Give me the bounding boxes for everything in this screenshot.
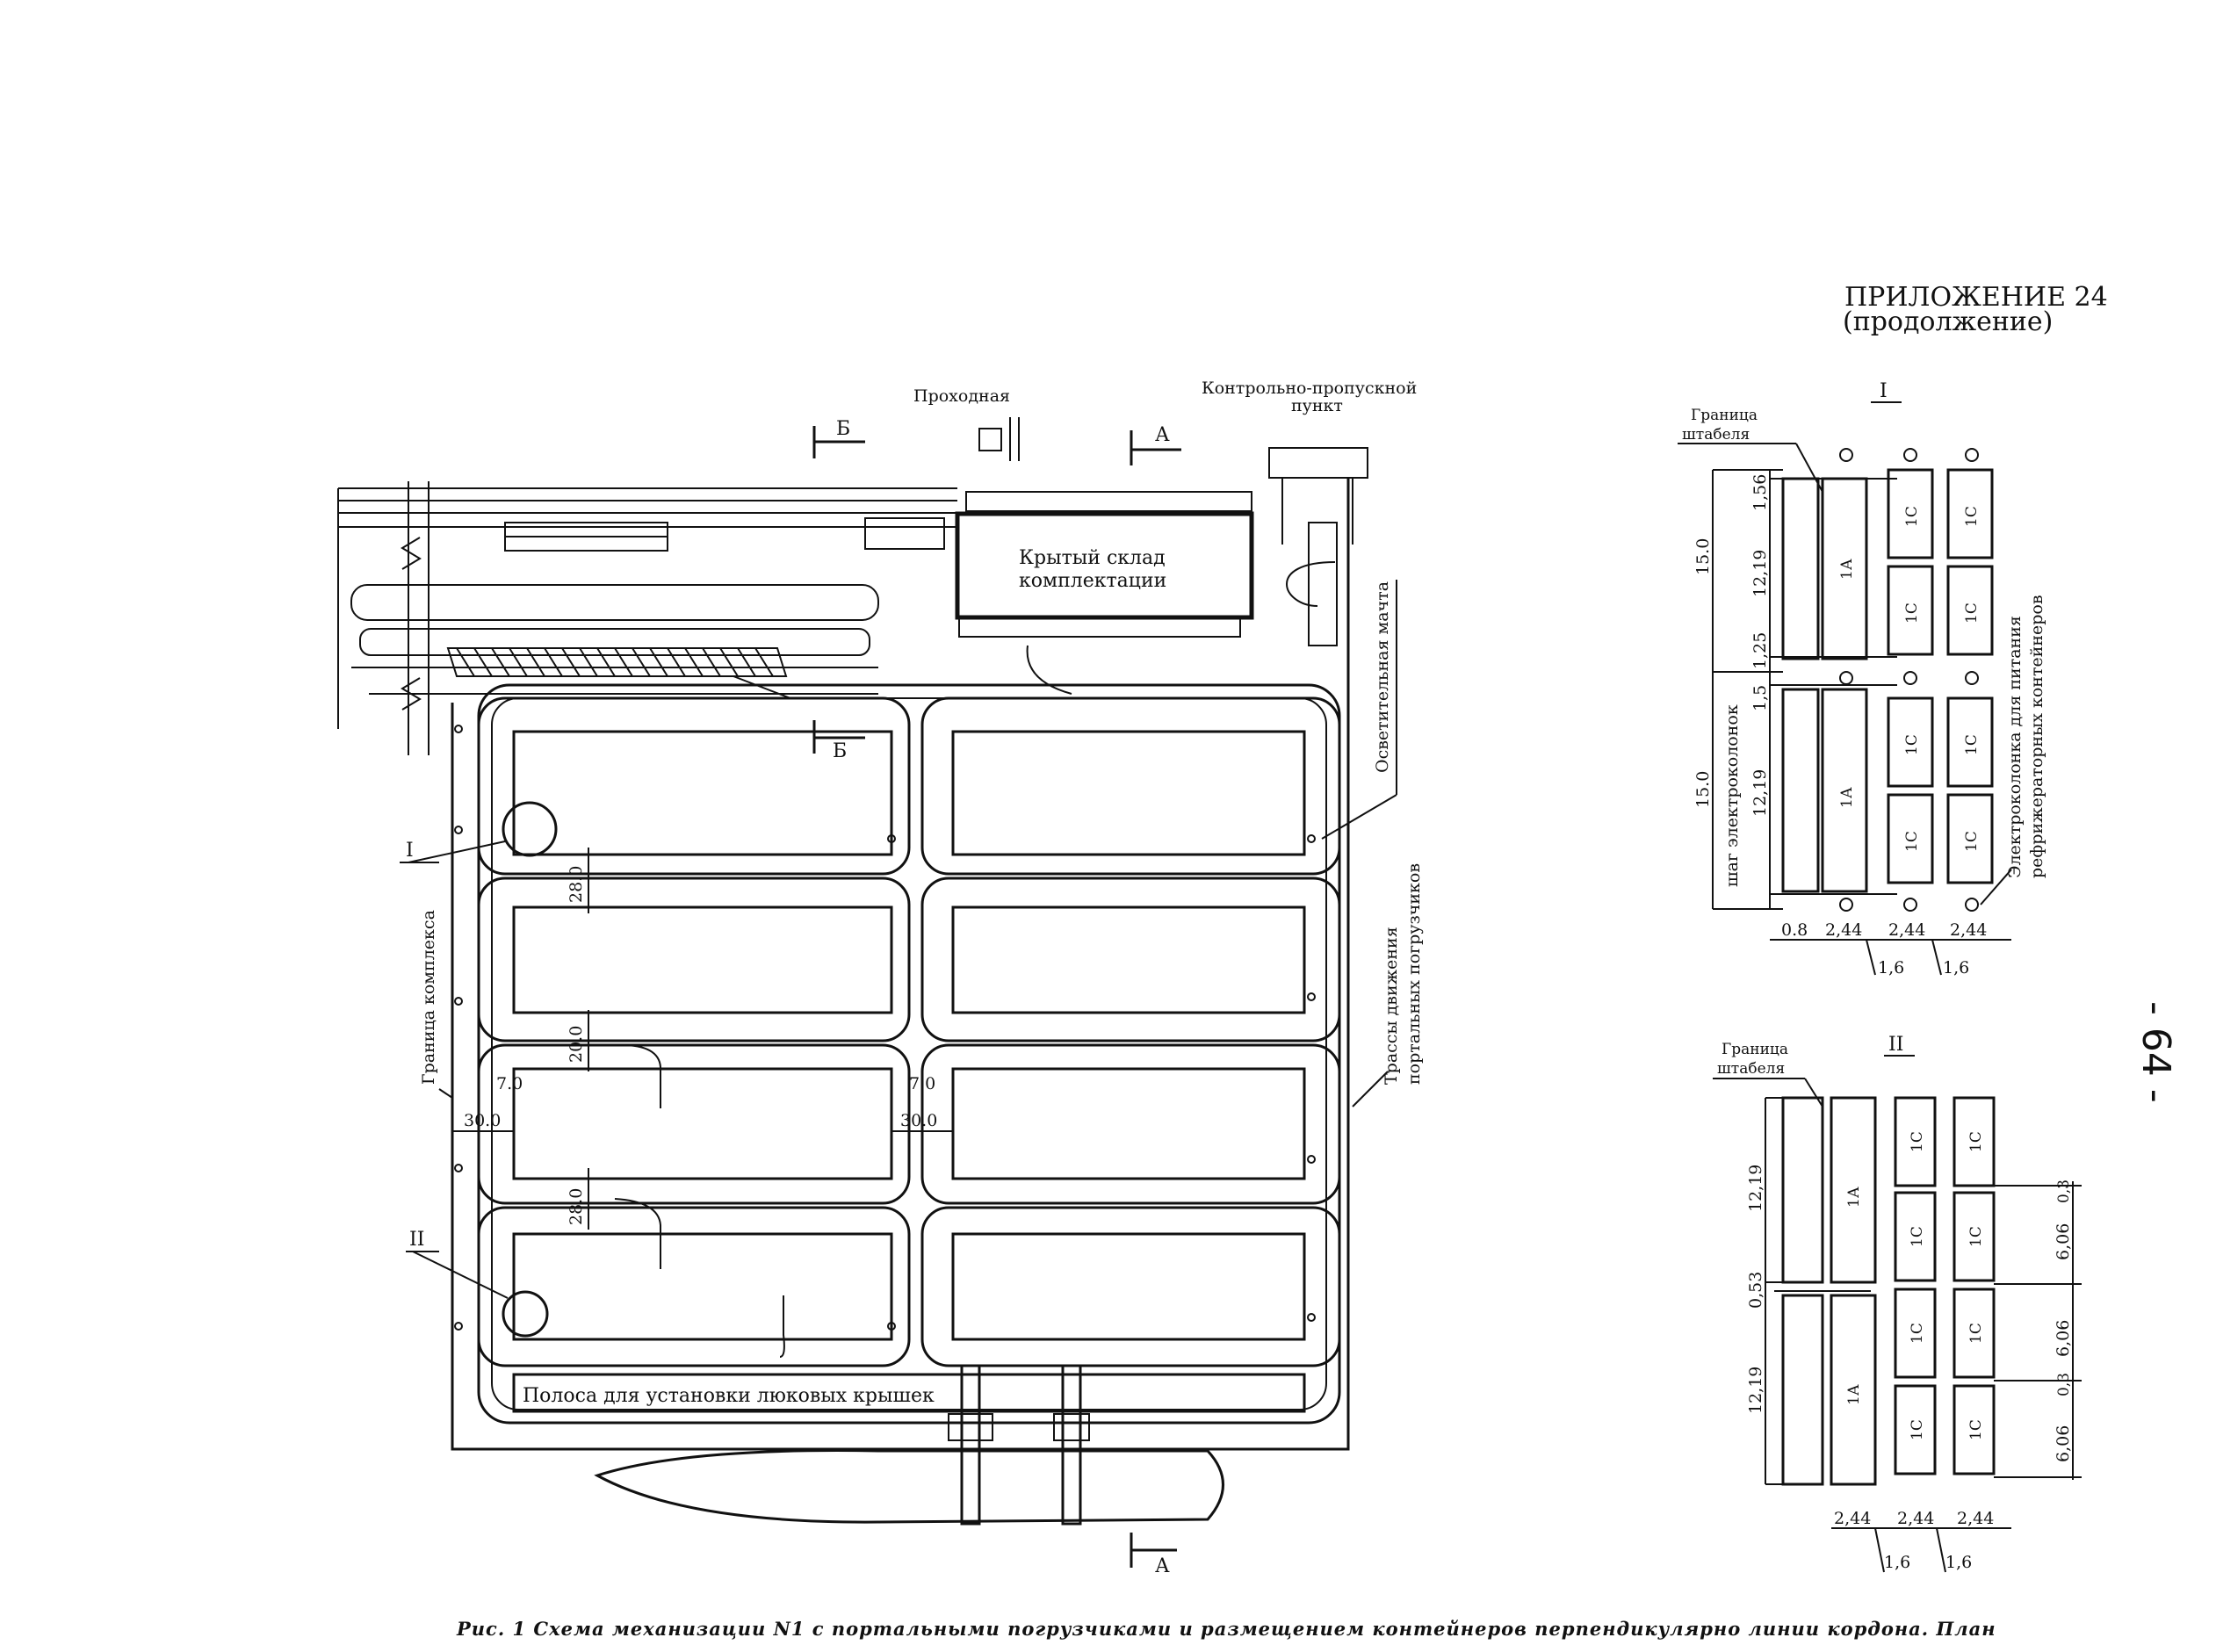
svg-text:1,6: 1,6	[1943, 958, 1969, 977]
control-point-building	[1268, 447, 1368, 479]
ship	[594, 1449, 1224, 1524]
svg-text:1С: 1С	[1903, 831, 1921, 852]
svg-text:1А: 1А	[1838, 787, 1856, 808]
detail-II-title: II	[1888, 1034, 1903, 1056]
svg-text:1,5: 1,5	[1750, 685, 1770, 711]
detail-I-title: I	[1880, 380, 1888, 402]
figure-caption: Рис. 1 Схема механизации N1 с портальным…	[456, 1618, 1996, 1640]
svg-text:шаг электроколонок: шаг электроколонок	[1722, 704, 1742, 887]
svg-text:1С: 1С	[1909, 1323, 1926, 1344]
traffic-routes-label-2: портальных погрузчиков	[1404, 863, 1424, 1085]
lighting-mast-label: Осветительная мачта	[1373, 581, 1392, 773]
detail-marker-I-circle	[502, 801, 558, 857]
svg-text:6,06: 6,06	[2054, 1320, 2073, 1357]
svg-text:Граница: Граница	[1691, 407, 1758, 424]
section-marker-A-bottom: А	[1130, 1533, 1177, 1577]
svg-text:28.0: 28.0	[567, 1188, 586, 1225]
svg-text:1С: 1С	[1967, 1323, 1985, 1344]
appendix-title: ПРИЛОЖЕНИЕ 24	[1844, 282, 2108, 313]
section-marker-B-mid: Б	[812, 720, 865, 762]
svg-text:20.0: 20.0	[567, 1026, 586, 1063]
svg-text:рефрижераторных контейнеров: рефрижераторных контейнеров	[2027, 595, 2046, 878]
appendix-continuation: (продолжение)	[1843, 307, 2053, 337]
control-point-label-1: Контрольно-пропускной	[1202, 379, 1417, 398]
detail-I: I Граница штабеля 1А 1А 1С 1С 1С	[1678, 380, 2046, 977]
section-marker-B-top: Б	[812, 418, 865, 458]
warehouse-label-2: комплектации	[1019, 570, 1166, 592]
svg-text:Электроколонка для питания: Электроколонка для питания	[2005, 616, 2025, 878]
svg-text:12,19: 12,19	[1750, 550, 1770, 597]
svg-text:1А: 1А	[1838, 559, 1856, 580]
svg-text:6,06: 6,06	[2054, 1425, 2073, 1462]
svg-text:1А: 1А	[1845, 1384, 1863, 1405]
svg-text:1,6: 1,6	[1884, 1553, 1910, 1572]
svg-text:1С: 1С	[1909, 1131, 1926, 1152]
svg-text:1С: 1С	[1903, 734, 1921, 755]
passage-label: Проходная	[913, 386, 1010, 406]
svg-text:1С: 1С	[1909, 1226, 1926, 1247]
outer-road	[477, 683, 1341, 1425]
svg-text:1,6: 1,6	[1945, 1553, 1972, 1572]
svg-text:30.0: 30.0	[900, 1111, 937, 1130]
svg-text:15.0: 15.0	[1693, 771, 1713, 808]
svg-text:2,44: 2,44	[1897, 1509, 1934, 1528]
svg-text:2,44: 2,44	[1825, 920, 1862, 940]
svg-text:6,06: 6,06	[2054, 1223, 2073, 1260]
svg-text:28.0: 28.0	[567, 866, 586, 903]
svg-text:1С: 1С	[1903, 602, 1921, 624]
boundary-complex-label: Граница комплекса	[419, 910, 438, 1085]
svg-text:7.0: 7.0	[909, 1074, 935, 1093]
svg-text:1С: 1С	[1967, 1419, 1985, 1440]
svg-text:1А: 1А	[1845, 1187, 1863, 1208]
warehouse-label-1: Крытый склад	[1019, 547, 1166, 569]
svg-text:30.0: 30.0	[464, 1111, 501, 1130]
svg-text:2,44: 2,44	[1834, 1509, 1871, 1528]
svg-text:А: А	[1155, 1555, 1170, 1577]
svg-text:0,53: 0,53	[1746, 1272, 1765, 1309]
svg-text:2,44: 2,44	[1888, 920, 1925, 940]
svg-text:1С: 1С	[1903, 506, 1921, 527]
traffic-routes-label-1: Трассы движения	[1382, 927, 1401, 1085]
svg-text:1С: 1С	[1909, 1419, 1926, 1440]
detail-marker-II-circle	[502, 1290, 549, 1338]
detail-II: II Граница штабеля 1А 1А 1С 1С 1С 1С 1С …	[1713, 1034, 2082, 1573]
control-point-label-2: пункт	[1291, 396, 1343, 415]
svg-text:1,25: 1,25	[1750, 632, 1770, 669]
detail-marker-I: I	[406, 840, 414, 862]
svg-text:0,3: 0,3	[2055, 1179, 2073, 1203]
svg-text:Б: Б	[833, 740, 847, 762]
hatch-cover-strip	[512, 1373, 1306, 1413]
passage-building	[978, 428, 1002, 451]
svg-text:2,44: 2,44	[1950, 920, 1987, 940]
svg-text:2,44: 2,44	[1957, 1509, 1994, 1528]
svg-text:1,6: 1,6	[1878, 958, 1904, 977]
svg-text:Граница: Граница	[1722, 1041, 1788, 1058]
svg-text:1С: 1С	[1963, 602, 1981, 624]
svg-text:15.0: 15.0	[1693, 538, 1713, 575]
site-plan: Крытый склад комплектации Контрольно-про…	[337, 379, 1424, 1577]
svg-text:Б: Б	[836, 418, 850, 440]
hatch-strip-label: Полоса для установки люковых крышек	[523, 1385, 935, 1407]
svg-text:12,19: 12,19	[1746, 1165, 1765, 1212]
svg-text:0,3: 0,3	[2055, 1373, 2073, 1396]
page-number: - 64 -	[2133, 1001, 2178, 1103]
complex-boundary	[451, 479, 1350, 1451]
svg-text:1С: 1С	[1963, 831, 1981, 852]
section-marker-A-top: А	[1130, 424, 1181, 465]
svg-text:1,56: 1,56	[1750, 474, 1770, 511]
svg-text:штабеля: штабеля	[1682, 426, 1750, 444]
svg-text:12,19: 12,19	[1750, 769, 1770, 817]
svg-text:1С: 1С	[1963, 734, 1981, 755]
svg-text:7.0: 7.0	[496, 1074, 523, 1093]
svg-text:1С: 1С	[1967, 1226, 1985, 1247]
svg-text:1С: 1С	[1967, 1131, 1985, 1152]
svg-text:12,19: 12,19	[1746, 1367, 1765, 1414]
svg-text:штабеля: штабеля	[1717, 1060, 1785, 1078]
yard-blocks	[477, 696, 1341, 1367]
detail-marker-II: II	[409, 1229, 424, 1251]
svg-text:1С: 1С	[1963, 506, 1981, 527]
svg-text:0.8: 0.8	[1781, 920, 1808, 940]
svg-text:А: А	[1155, 424, 1170, 446]
